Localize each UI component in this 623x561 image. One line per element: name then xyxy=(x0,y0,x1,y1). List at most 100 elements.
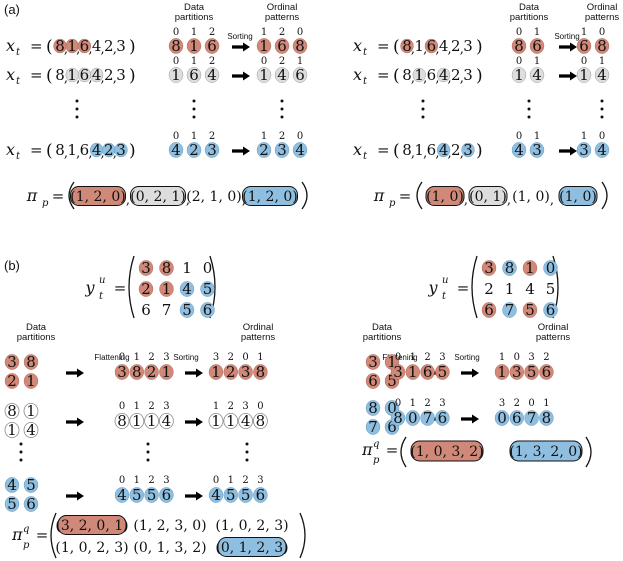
xt-subscript: t xyxy=(363,151,368,162)
arrow-shape xyxy=(185,417,203,427)
sorting-label: Sorting xyxy=(454,353,479,362)
ordinal-value: 1 xyxy=(259,37,269,55)
partition-value: 4 xyxy=(171,141,181,159)
flatten-cell xyxy=(159,364,174,380)
header-ordinal-patterns: patterns xyxy=(241,332,276,343)
ordinal-index: 2 xyxy=(279,27,285,38)
ordinal-index: 3 xyxy=(257,475,263,486)
matrix-value: 1 xyxy=(162,280,172,298)
partition-value: 7 xyxy=(368,418,378,436)
pi-tuple: (1, 0, 2, 3) xyxy=(55,540,128,556)
ordinal-cell xyxy=(576,142,592,158)
vertical-ellipsis xyxy=(192,99,196,119)
ordinal-cell xyxy=(238,364,253,380)
seq-highlight xyxy=(89,67,104,83)
ordinal-index: 3 xyxy=(499,398,505,409)
flatten-index: 2 xyxy=(148,475,154,486)
flatten-value: 0 xyxy=(408,409,418,427)
sorting-label: Sorting xyxy=(554,32,579,41)
sorting-arrow xyxy=(232,71,250,81)
partition-value: 6 xyxy=(387,418,397,436)
seq-value: 1 xyxy=(414,66,424,84)
comma: , xyxy=(64,42,68,57)
comma: , xyxy=(101,146,105,161)
vertical-ellipsis xyxy=(280,99,284,119)
dot xyxy=(245,458,249,462)
flatten-value: 8 xyxy=(393,409,403,427)
right-paren xyxy=(301,181,308,210)
ordinal-index: 0 xyxy=(242,352,248,363)
ordinal-cell xyxy=(256,38,272,54)
close-paren: ) xyxy=(476,66,483,86)
xt-symbol: x xyxy=(6,140,15,159)
sorting-arrow xyxy=(185,368,203,378)
matrix-highlight xyxy=(481,260,497,276)
ordinal-index: 0 xyxy=(297,27,303,38)
header-ordinal-patterns: Ordinal xyxy=(267,2,298,13)
dot xyxy=(600,115,604,119)
ordinal-index: 2 xyxy=(279,131,285,142)
partition-cell xyxy=(23,373,39,389)
dot xyxy=(600,99,604,103)
pi-pill xyxy=(509,440,583,462)
flattening-label: Flattening xyxy=(382,353,417,362)
ordinal-index: 2 xyxy=(543,352,549,363)
dot xyxy=(527,99,531,103)
ordinal-cell xyxy=(509,364,524,380)
ordinal-cell xyxy=(208,412,224,429)
xt-subscript: t xyxy=(363,76,368,87)
matrix-value: 0 xyxy=(546,259,556,277)
partition-value: 2 xyxy=(7,372,17,390)
ordinal-cell xyxy=(256,67,272,83)
partition-value: 4 xyxy=(26,421,36,439)
matrix-value: 7 xyxy=(162,301,172,319)
flatten-cell xyxy=(435,364,450,380)
seq-value: 8 xyxy=(402,66,412,84)
open-paren: ( xyxy=(393,141,400,161)
comma: , xyxy=(448,71,452,86)
flatten-index: 0 xyxy=(119,475,125,486)
arrow-shape xyxy=(559,42,577,52)
flatten-cell xyxy=(129,487,145,503)
partition-value: 8 xyxy=(171,37,181,55)
partition-index: 2 xyxy=(209,131,215,142)
equals-sign: = xyxy=(52,187,65,205)
flatten-value: 4 xyxy=(117,486,127,504)
flatten-index: 1 xyxy=(134,475,140,486)
dot xyxy=(280,99,284,103)
flatten-cell xyxy=(435,410,450,426)
seq-highlight xyxy=(114,142,128,158)
xt-symbol: x xyxy=(6,36,15,55)
comma: , xyxy=(423,42,427,57)
matrix-value: 4 xyxy=(525,280,535,298)
sorting-label: Sorting xyxy=(173,353,198,362)
ordinal-index: 0 xyxy=(257,401,263,412)
partition-value: 4 xyxy=(514,141,524,159)
pi-pill xyxy=(558,186,598,206)
pi-tuple: (2, 1, 0) xyxy=(186,189,241,205)
vertical-ellipsis xyxy=(245,442,249,462)
panel-a-label: (a) xyxy=(4,2,20,17)
equals-sign: = xyxy=(36,526,49,544)
partition-cell xyxy=(4,421,20,438)
pi-symbol: π xyxy=(26,186,38,205)
pi-subscript: p xyxy=(389,198,396,209)
pi-tuple: (0, 1, 2, 3) xyxy=(215,540,288,556)
matrix-value: 2 xyxy=(141,280,151,298)
flatten-cell xyxy=(114,412,130,429)
matrix-value: 1 xyxy=(505,280,515,298)
dot xyxy=(146,442,150,446)
ordinal-cell xyxy=(223,487,239,503)
ordinal-index: 2 xyxy=(228,352,234,363)
partition-value: 0 xyxy=(387,399,397,417)
partition-index: 0 xyxy=(173,131,179,142)
partition-value: 8 xyxy=(514,37,524,55)
xt-subscript: t xyxy=(16,47,21,58)
dot xyxy=(146,458,150,462)
flatten-cell xyxy=(158,412,174,429)
seq-value: 4 xyxy=(439,66,449,84)
